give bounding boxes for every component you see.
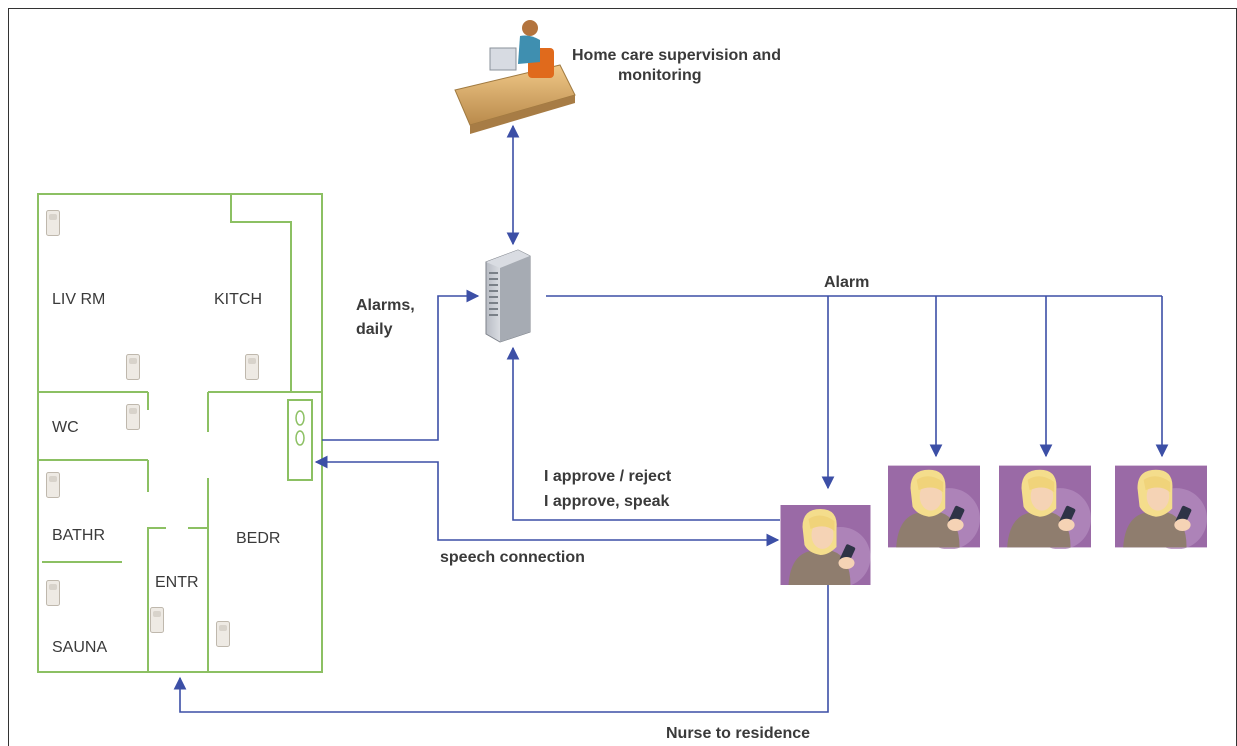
approve-speak-label: I approve, speak xyxy=(544,493,669,510)
room-label-kitchen: KITCH xyxy=(214,291,262,308)
motion-sensor-icon xyxy=(46,579,60,607)
alarms-daily-label-1: Alarms, xyxy=(356,297,415,314)
speech-connection-arrow xyxy=(314,455,780,547)
motion-sensor-icon xyxy=(216,620,230,648)
approve-reject-label: I approve / reject xyxy=(544,468,672,485)
monitoring-title-2: monitoring xyxy=(618,67,702,84)
room-label-bedroom: BEDR xyxy=(236,530,280,547)
flow-arrows xyxy=(173,124,1169,713)
alarms-daily-arrow xyxy=(322,289,480,441)
monitoring-desk-icon xyxy=(454,20,576,134)
motion-sensor-icon xyxy=(46,471,60,499)
alarm-label: Alarm xyxy=(824,274,869,291)
nurse-phone-icon xyxy=(999,465,1091,549)
nurse-to-residence-arrow xyxy=(173,585,829,713)
alarms-daily-label-2: daily xyxy=(356,321,393,338)
server-icon xyxy=(485,249,531,343)
floor-plan xyxy=(37,193,323,673)
nurse-phone-icon xyxy=(1115,465,1207,549)
motion-sensor-icon xyxy=(126,353,140,381)
nurse-phone-icon xyxy=(888,465,980,549)
speech-connection-label: speech connection xyxy=(440,549,585,566)
nurse-phone-icon xyxy=(780,505,871,585)
nurse-to-residence-label: Nurse to residence xyxy=(666,725,810,742)
motion-sensor-icon xyxy=(150,606,164,634)
motion-sensor-icon xyxy=(245,353,259,381)
motion-sensor-icon xyxy=(46,209,60,237)
room-label-bathroom: BATHR xyxy=(52,527,105,544)
room-label-entrance: ENTR xyxy=(155,574,199,591)
room-label-wc: WC xyxy=(52,419,79,436)
monitoring-title-1: Home care supervision and xyxy=(572,47,781,64)
wall-unit-icon xyxy=(287,399,313,481)
room-label-sauna: SAUNA xyxy=(52,639,107,656)
room-label-living: LIV RM xyxy=(52,291,105,308)
motion-sensor-icon xyxy=(126,403,140,431)
